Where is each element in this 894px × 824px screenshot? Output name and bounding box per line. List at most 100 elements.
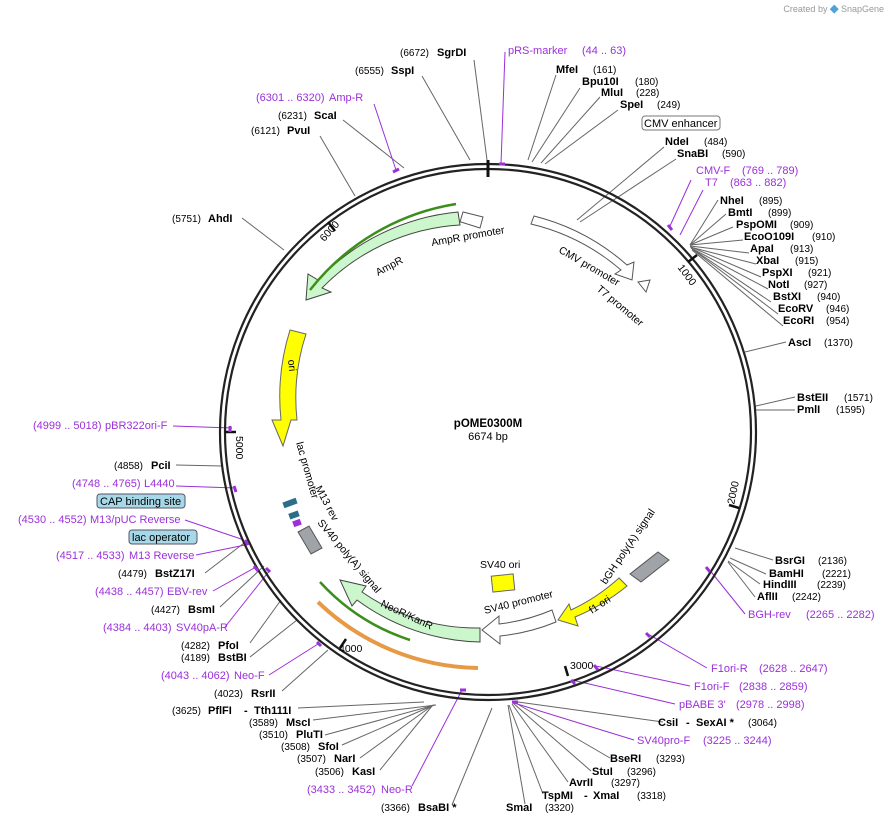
enzyme-name[interactable]: ScaI xyxy=(314,110,337,122)
primer-name[interactable]: Neo-F xyxy=(234,670,265,682)
enzyme-name[interactable]: NarI xyxy=(334,753,355,765)
neor-kanr-arrow[interactable] xyxy=(339,579,481,643)
primer-name[interactable]: F1ori-R xyxy=(711,663,748,675)
ori-arrow[interactable] xyxy=(271,329,307,448)
primer-range: (44 .. 63) xyxy=(582,45,626,57)
enzyme-name[interactable]: KasI xyxy=(352,766,375,778)
enzyme-name[interactable]: MscI xyxy=(286,717,310,729)
lac-operator-mark[interactable] xyxy=(288,510,300,520)
enzyme-name[interactable]: TspMI xyxy=(542,790,573,802)
lac-operator-box[interactable] xyxy=(128,529,198,545)
cap-binding-site-box[interactable] xyxy=(96,493,186,509)
primer-name[interactable]: SV40pA-R xyxy=(176,622,228,634)
snapgene-logo-icon: ◆ xyxy=(829,3,839,15)
cmv-enhancer-label: CMV enhancer xyxy=(644,118,718,130)
enzyme-name[interactable]: BstEII xyxy=(797,392,828,404)
cmv-enhancer-box[interactable] xyxy=(641,115,721,131)
enzyme-name[interactable]: BsaBI * xyxy=(418,802,457,814)
ampr-promoter-arrow[interactable] xyxy=(459,211,484,229)
enzyme-pos: (3589) xyxy=(249,718,278,729)
primer-name[interactable]: SV40pro-F xyxy=(637,735,690,747)
primer-name[interactable]: M13/pUC Reverse xyxy=(90,514,180,526)
enzyme-name[interactable]: PmlI xyxy=(797,404,820,416)
primer-name[interactable]: EBV-rev xyxy=(167,586,208,598)
enzyme-name[interactable]: MluI xyxy=(601,87,623,99)
primer-name[interactable]: Neo-R xyxy=(381,784,413,796)
primer-name[interactable]: pBR322ori-F xyxy=(105,420,168,432)
enzyme-name[interactable]: AhdI xyxy=(208,213,232,225)
sv40-promoter-arrow[interactable] xyxy=(481,609,557,646)
enzyme-name[interactable]: PflFI xyxy=(208,705,232,717)
enzyme-name[interactable]: PluTI xyxy=(296,729,323,741)
enzyme-name[interactable]: BsrGI xyxy=(775,555,805,567)
t7-promoter-arrow[interactable] xyxy=(637,279,651,294)
enzyme-name[interactable]: ApaI xyxy=(750,243,774,255)
enzyme-name[interactable]: MfeI xyxy=(556,64,578,76)
enzyme-pos: (1595) xyxy=(836,405,865,416)
enzyme-name[interactable]: BstXI xyxy=(773,291,801,303)
m13-rev-mark[interactable] xyxy=(292,518,302,528)
enzyme-name[interactable]: CsiI xyxy=(658,717,678,729)
enzyme-name[interactable]: XbaI xyxy=(756,255,779,267)
primer-name[interactable]: L4440 xyxy=(144,478,175,490)
primer-name[interactable]: BGH-rev xyxy=(748,609,791,621)
enzyme-pos: (2221) xyxy=(822,569,851,580)
primer-leader-lines xyxy=(172,51,746,787)
f1-ori-arrow[interactable] xyxy=(557,577,628,627)
enzyme-name[interactable]: BstZ17I xyxy=(155,568,195,580)
primer-name[interactable]: F1ori-F xyxy=(694,681,730,693)
sv40-polya-block[interactable] xyxy=(297,525,323,555)
cmv-promoter-label: CMV promoter xyxy=(557,244,623,289)
primer-range: (863 .. 882) xyxy=(730,177,786,189)
enzyme-name[interactable]: SspI xyxy=(391,65,414,77)
enzyme-name[interactable]: HindIII xyxy=(763,579,797,591)
enzyme-name[interactable]: AscI xyxy=(788,337,811,349)
sv40-ori-block[interactable] xyxy=(490,573,516,593)
cmv-promoter-arrow[interactable] xyxy=(530,215,635,281)
cap-binding-site-mark[interactable] xyxy=(282,497,298,509)
enzyme-name[interactable]: NotI xyxy=(768,279,789,291)
enzyme-name[interactable]: StuI xyxy=(592,766,613,778)
primer-name[interactable]: CMV-F xyxy=(696,165,731,177)
tick-5000-label: 5000 xyxy=(233,436,245,460)
enzyme-name[interactable]: XmaI xyxy=(593,790,619,802)
enzyme-name[interactable]: BsmI xyxy=(188,604,215,616)
tick-3000-label: 3000 xyxy=(570,660,594,672)
ampr-label: AmpR xyxy=(374,254,406,278)
enzyme-name[interactable]: NdeI xyxy=(665,136,689,148)
enzyme-name[interactable]: SpeI xyxy=(620,99,643,111)
enzyme-name[interactable]: PspOMI xyxy=(736,219,777,231)
enzyme-name[interactable]: BseRI xyxy=(610,753,641,765)
primer-name[interactable]: T7 xyxy=(705,177,718,189)
enzyme-name[interactable]: EcoO109I xyxy=(744,231,794,243)
enzyme-name[interactable]: Bpu10I xyxy=(582,76,619,88)
bgh-polya-block[interactable] xyxy=(629,551,670,583)
enzyme-name[interactable]: SexAI * xyxy=(696,717,735,729)
enzyme-name[interactable]: RsrII xyxy=(251,688,275,700)
enzyme-name[interactable]: SnaBI xyxy=(677,148,708,160)
primer-name[interactable]: Amp-R xyxy=(329,92,363,104)
primer-name[interactable]: pRS-marker xyxy=(508,45,568,57)
enzyme-name[interactable]: PvuI xyxy=(287,125,310,137)
enzyme-name[interactable]: PciI xyxy=(151,460,171,472)
enzyme-name[interactable]: NheI xyxy=(720,195,744,207)
enzyme-name[interactable]: AflII xyxy=(757,591,778,603)
enzyme-name[interactable]: BmtI xyxy=(728,207,752,219)
enzyme-name[interactable]: AvrII xyxy=(569,777,593,789)
enzyme-name[interactable]: PspXI xyxy=(762,267,793,279)
enzyme-name[interactable]: EcoRV xyxy=(778,303,814,315)
enzyme-name[interactable]: SfoI xyxy=(318,741,339,753)
enzyme-name[interactable]: BstBI xyxy=(218,652,247,664)
primer-name[interactable]: M13 Reverse xyxy=(129,550,194,562)
enzyme-name[interactable]: BamHI xyxy=(769,568,804,580)
enzyme-name[interactable]: Tth111I xyxy=(254,705,291,717)
enzyme-name[interactable]: SgrDI xyxy=(437,47,466,59)
primer-range: (2838 .. 2859) xyxy=(739,681,808,693)
primer-name[interactable]: pBABE 3' xyxy=(679,699,726,711)
enzyme-name[interactable]: SmaI xyxy=(506,802,532,814)
enzyme-pos: (3366) xyxy=(381,803,410,814)
enzyme-name[interactable]: EcoRI xyxy=(783,315,814,327)
t7-promoter-label: T7 promoter xyxy=(594,283,646,329)
ampr-arrow[interactable] xyxy=(305,211,461,301)
enzyme-name[interactable]: PfoI xyxy=(218,640,239,652)
